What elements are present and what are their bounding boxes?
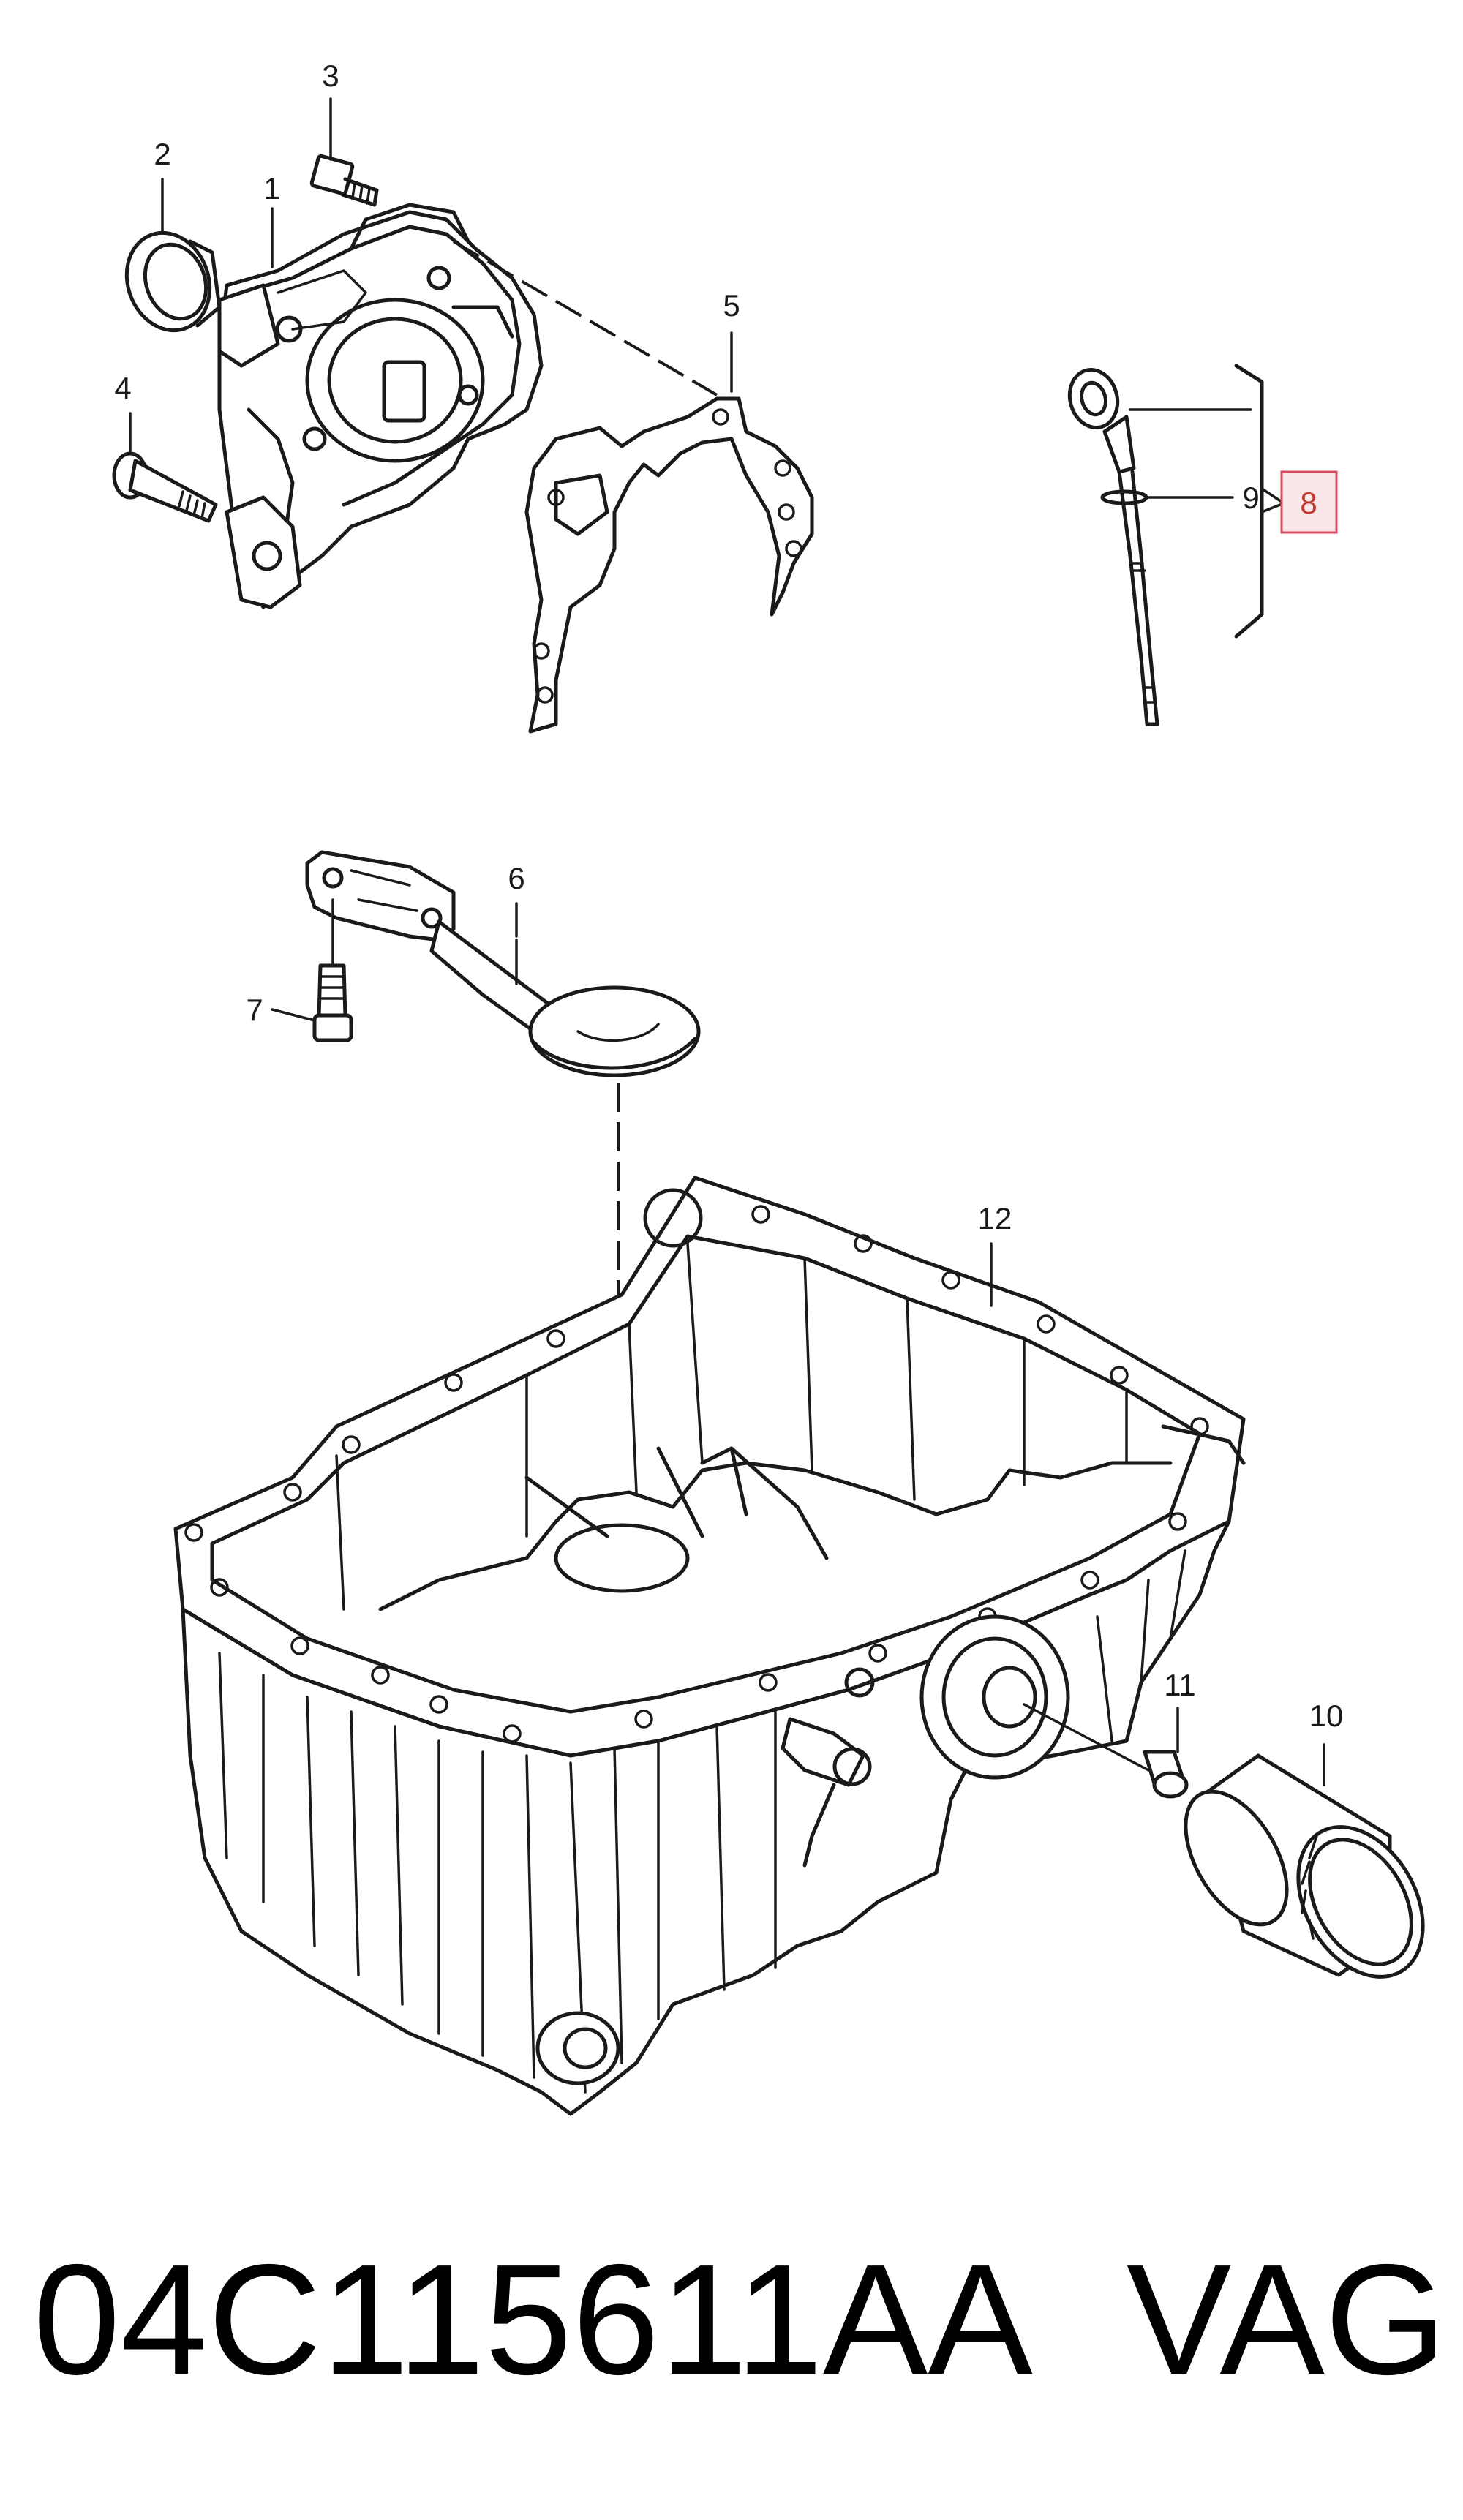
sleeve-part-11 xyxy=(1143,1707,1189,1799)
callout-1: 1 xyxy=(263,171,280,206)
oil-pump-part-1 xyxy=(217,203,544,609)
callout-3: 3 xyxy=(322,59,339,93)
callout-4: 4 xyxy=(114,371,131,405)
callout-8: 8 xyxy=(1300,486,1317,520)
callout-10: 10 xyxy=(1309,1699,1344,1733)
callout-5: 5 xyxy=(723,288,740,323)
oil-filter-part-10 xyxy=(1184,1743,1425,1979)
callout-9: 9 xyxy=(1242,481,1259,515)
oil-pickup-part-6 xyxy=(305,850,701,1077)
callout-11: 11 xyxy=(1164,1668,1196,1702)
oil-pan-part-12 xyxy=(173,1176,1246,2116)
callout-6: 6 xyxy=(508,861,524,895)
dipstick-part-8 xyxy=(1067,364,1285,726)
callout-7: 7 xyxy=(246,993,263,1027)
bolt-part-7 xyxy=(271,898,353,1042)
part-number: 04C115611AA xyxy=(33,2231,1033,2407)
gasket-part-5 xyxy=(524,331,814,734)
callout-12: 12 xyxy=(978,1201,1012,1235)
seal-ring-part-2 xyxy=(124,178,222,333)
alignment-line xyxy=(452,240,718,396)
callout-8-highlight xyxy=(1280,470,1338,534)
bolt-part-3 xyxy=(309,97,379,207)
callout-2: 2 xyxy=(154,137,170,171)
brand-label: VAG xyxy=(1127,2231,1447,2407)
bolt-part-4 xyxy=(112,412,218,523)
